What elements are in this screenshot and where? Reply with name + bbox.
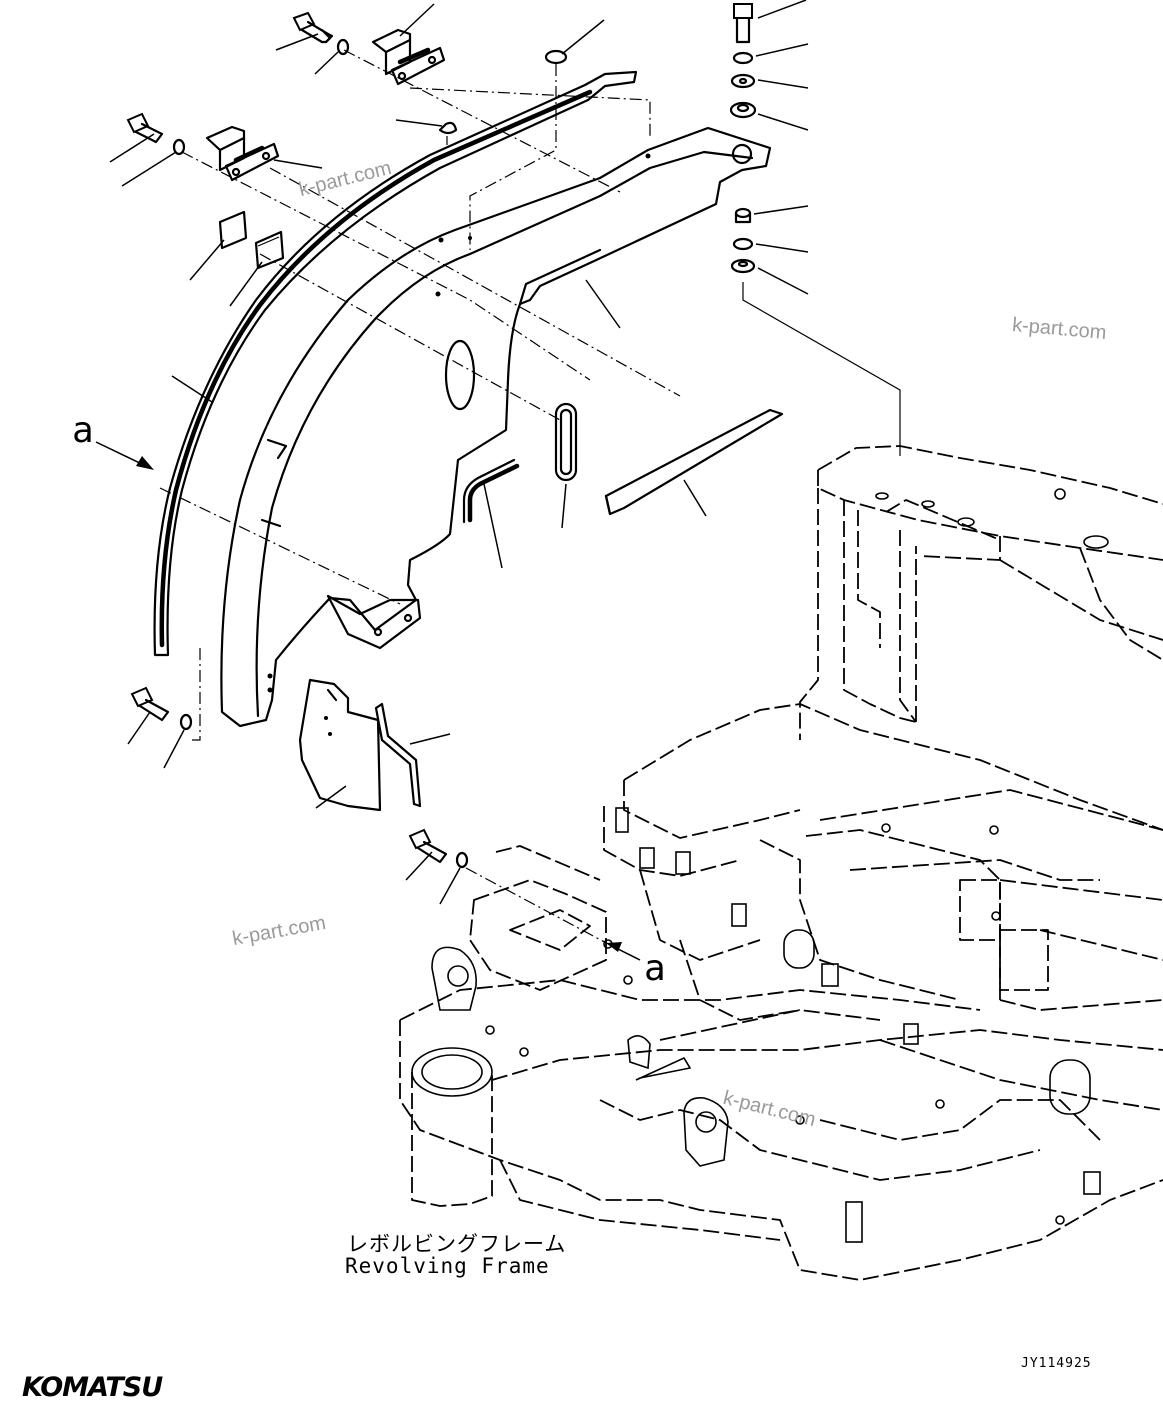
view-arrow-upper bbox=[95, 441, 154, 470]
revolving-frame-label-english: Revolving Frame bbox=[345, 1254, 550, 1278]
foam-strip bbox=[604, 408, 784, 516]
view-reference-a-lower: a bbox=[644, 948, 666, 989]
bolt-bottom bbox=[408, 828, 448, 864]
drawing-code: JY114925 bbox=[1021, 1356, 1092, 1371]
bolt-upper-left bbox=[292, 11, 334, 44]
revolving-frame-label-japanese: レボルビングフレーム bbox=[347, 1232, 567, 1256]
assembly-lines bbox=[159, 49, 901, 947]
hinge-bracket-upper bbox=[371, 28, 446, 86]
rear-bracket bbox=[326, 594, 422, 650]
washer-bottom bbox=[455, 851, 469, 869]
washer-upper-left bbox=[336, 38, 350, 56]
revolving-frame bbox=[399, 445, 1163, 1281]
view-arrow-lower bbox=[606, 942, 641, 961]
bolt-lower-left bbox=[130, 686, 170, 722]
komatsu-logo: KOMATSU bbox=[22, 1372, 163, 1403]
rubber-seal-j bbox=[462, 458, 520, 524]
hinge-bracket-lower bbox=[205, 125, 280, 182]
seal-gasket bbox=[554, 402, 578, 482]
washer-middle-left bbox=[172, 138, 186, 156]
edge-trim-strip bbox=[153, 70, 638, 657]
washer-lower-left bbox=[179, 713, 193, 731]
view-reference-a-upper: a bbox=[72, 410, 94, 451]
pad-pieces bbox=[218, 210, 285, 270]
leader-lines bbox=[109, 0, 809, 905]
hardware-stack-right bbox=[729, 3, 757, 274]
bolt-middle-left bbox=[126, 112, 164, 144]
side-cover-panel bbox=[220, 126, 772, 728]
plug bbox=[438, 49, 568, 145]
rod-hook bbox=[374, 702, 422, 808]
